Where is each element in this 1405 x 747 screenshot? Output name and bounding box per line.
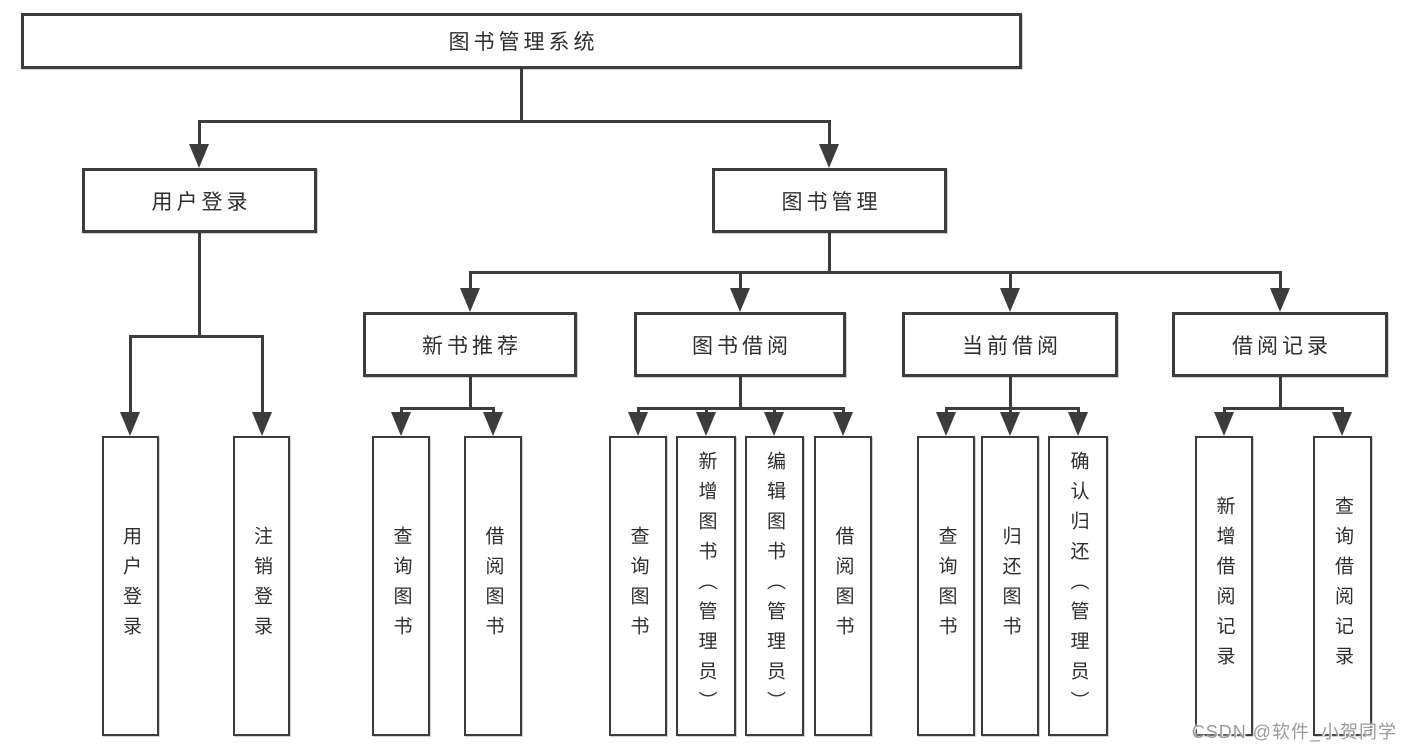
node-user-login: 用户登录: [82, 168, 317, 233]
node-leaf-borrow-book-1: 借阅图书: [464, 436, 522, 736]
node-label: 查询借阅记录: [1332, 496, 1353, 676]
connector-line: [1008, 271, 1012, 289]
connector-line: [1278, 377, 1282, 410]
node-leaf-query-book-2: 查询图书: [609, 436, 667, 736]
arrow-down-icon: [1000, 288, 1020, 312]
arrow-down-icon: [1270, 288, 1290, 312]
node-current-borrowing: 当前借阅: [902, 312, 1118, 377]
arrow-down-icon: [1214, 412, 1234, 436]
connector-line: [738, 377, 742, 410]
node-label: 编辑图书（管理员）: [764, 451, 785, 721]
node-label: 用户登录: [151, 190, 252, 214]
watermark: CSDN @软件_小贺同学: [1191, 722, 1397, 742]
arrow-down-icon: [1068, 412, 1088, 436]
node-label: 借阅记录: [1232, 334, 1332, 358]
connector-line: [399, 407, 495, 410]
connector-line: [1340, 407, 1344, 413]
connector-line: [944, 407, 948, 413]
arrow-down-icon: [833, 412, 853, 436]
arrow-down-icon: [1000, 412, 1020, 436]
node-label: 新书推荐: [422, 334, 522, 358]
arrow-down-icon: [696, 412, 716, 436]
node-leaf-add-borrow-rec: 新增借阅记录: [1195, 436, 1253, 736]
arrow-down-icon: [730, 288, 750, 312]
node-label: 查询图书: [390, 526, 412, 646]
node-leaf-edit-book-admin: 编辑图书（管理员）: [745, 436, 804, 736]
connector-line: [1222, 407, 1344, 410]
connector-line: [944, 407, 1080, 410]
node-leaf-query-borrow-rec: 查询借阅记录: [1313, 436, 1372, 736]
connector-line: [738, 271, 742, 289]
connector-line: [636, 407, 640, 413]
connector-line: [1278, 271, 1282, 289]
arrow-down-icon: [628, 412, 648, 436]
node-new-book-recommend: 新书推荐: [363, 312, 577, 377]
connector-line: [399, 407, 403, 413]
node-root: 图书管理系统: [21, 13, 1022, 69]
connector-line: [197, 233, 201, 338]
node-label: 用户登录: [120, 526, 141, 646]
connector-line: [1008, 407, 1012, 413]
connector-line: [468, 271, 472, 289]
connector-line: [468, 271, 1282, 274]
connector-line: [636, 407, 845, 410]
arrow-down-icon: [936, 412, 956, 436]
node-label: 注销登录: [251, 526, 272, 646]
arrow-down-icon: [460, 288, 480, 312]
connector-line: [1076, 407, 1080, 413]
node-label: 查询图书: [627, 526, 649, 646]
node-label: 图书管理系统: [448, 31, 599, 54]
connector-line: [704, 407, 708, 413]
node-leaf-query-book-3: 查询图书: [917, 436, 975, 736]
node-label: 新增图书（管理员）: [695, 451, 717, 721]
arrow-down-icon: [483, 412, 503, 436]
node-label: 归还图书: [999, 526, 1021, 646]
node-label: 新增借阅记录: [1213, 496, 1235, 676]
connector-line: [260, 335, 264, 413]
node-label: 借阅图书: [832, 526, 854, 646]
connector-line: [772, 407, 776, 413]
node-leaf-logout: 注销登录: [233, 436, 290, 736]
arrow-down-icon: [1332, 412, 1352, 436]
connector-line: [519, 69, 523, 123]
arrow-down-icon: [391, 412, 411, 436]
node-label: 图书借阅: [692, 334, 792, 358]
connector-line: [827, 120, 831, 145]
connector-line: [128, 335, 132, 413]
node-book-borrowing: 图书借阅: [634, 312, 846, 377]
node-leaf-user-login: 用户登录: [102, 436, 159, 736]
node-label: 查询图书: [935, 526, 957, 646]
connector-line: [827, 233, 831, 274]
connector-line: [841, 407, 845, 413]
node-leaf-confirm-return: 确认归还（管理员）: [1048, 436, 1108, 736]
connector-line: [491, 407, 495, 413]
arrow-down-icon: [819, 144, 839, 168]
connector-line: [468, 377, 472, 410]
node-label: 确认归还（管理员）: [1067, 451, 1089, 721]
arrow-down-icon: [252, 412, 272, 436]
node-borrow-records: 借阅记录: [1172, 312, 1388, 377]
arrow-down-icon: [120, 412, 140, 436]
node-leaf-borrow-book-2: 借阅图书: [814, 436, 872, 736]
node-label: 借阅图书: [482, 526, 504, 646]
node-leaf-add-book-admin: 新增图书（管理员）: [676, 436, 736, 736]
connector-line: [1222, 407, 1226, 413]
connector-line: [1008, 377, 1012, 410]
node-book-management: 图书管理: [712, 168, 947, 233]
arrow-down-icon: [764, 412, 784, 436]
arrow-down-icon: [189, 144, 209, 168]
connector-line: [197, 120, 201, 145]
connector-line: [128, 335, 264, 338]
node-leaf-return-book: 归还图书: [981, 436, 1039, 736]
connector-line: [197, 120, 831, 123]
node-label: 当前借阅: [962, 334, 1062, 358]
node-leaf-query-book-1: 查询图书: [372, 436, 430, 736]
node-label: 图书管理: [781, 190, 882, 214]
